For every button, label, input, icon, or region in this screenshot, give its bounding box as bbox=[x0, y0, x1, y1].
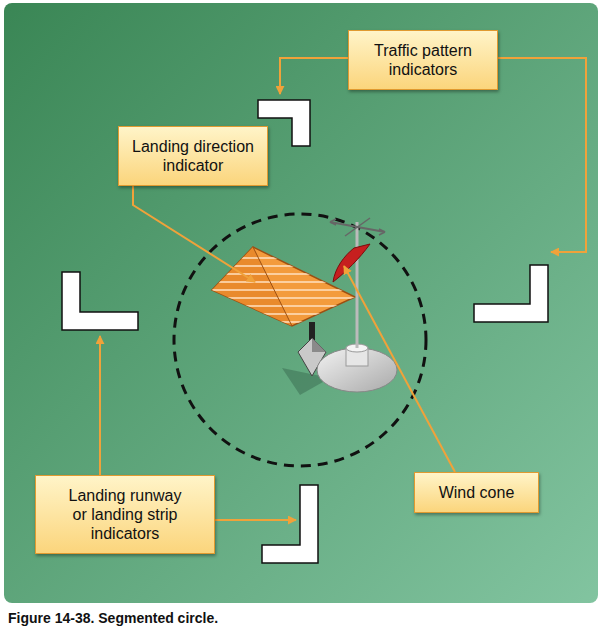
traffic-pattern-indicators bbox=[62, 100, 548, 563]
figure-caption: Figure 14-38. Segmented circle. bbox=[8, 610, 218, 626]
callout-label: Landing direction indicator bbox=[129, 137, 257, 175]
segmented-circle bbox=[174, 214, 426, 466]
callout-box: Landing runway or landing strip indicato… bbox=[35, 475, 215, 554]
callout-box: Wind cone bbox=[414, 472, 539, 513]
callout-label: Landing runway or landing strip indicato… bbox=[66, 486, 184, 543]
callout-label: Wind cone bbox=[425, 483, 528, 502]
wind-cone bbox=[317, 218, 397, 392]
leader-lines bbox=[100, 58, 586, 520]
callout-box: Landing direction indicator bbox=[118, 126, 268, 186]
callout-box: Traffic pattern indicators bbox=[348, 30, 498, 90]
background-panel bbox=[4, 3, 598, 603]
callout-label: Traffic pattern indicators bbox=[359, 41, 487, 79]
